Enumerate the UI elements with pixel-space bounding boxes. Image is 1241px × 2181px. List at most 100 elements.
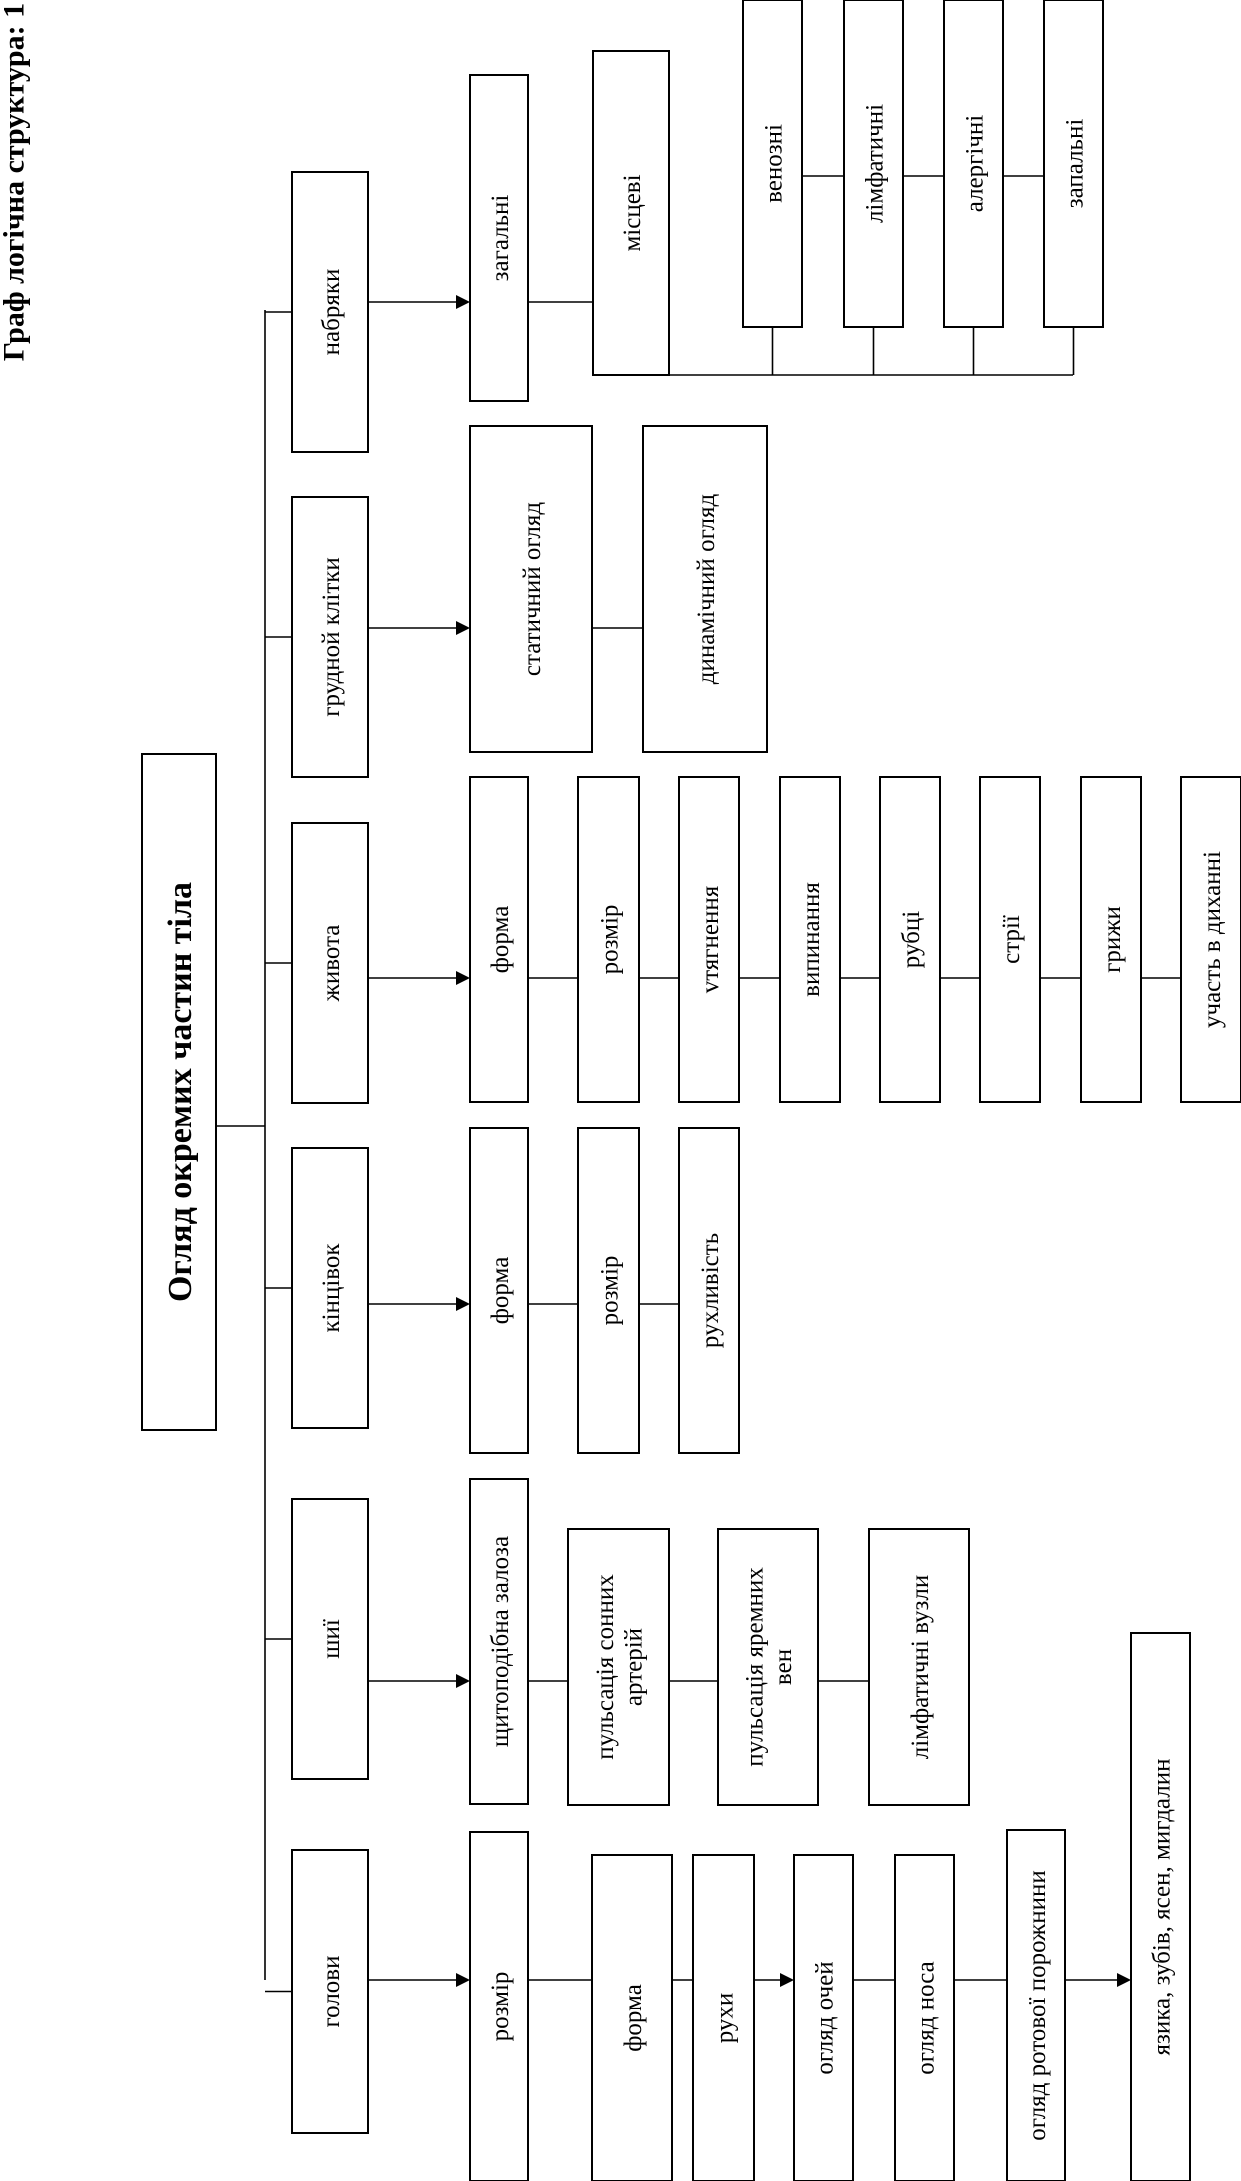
arrow-head	[1117, 1973, 1131, 1987]
edema-subitem-3: алергічні	[943, 0, 1004, 328]
head-item-5-label: огляд носа	[912, 1961, 939, 2074]
abdomen-item-7: грижи	[1080, 776, 1142, 1103]
head-item-3: рухи	[692, 1854, 755, 2181]
abdomen-item-5-frame	[879, 776, 941, 1103]
neck-item-4-label: лімфатичні вузли	[907, 1575, 934, 1760]
abdomen-item-2-label: розмір	[596, 905, 623, 975]
head-item-1: розмір	[469, 1831, 529, 2181]
connector-lines	[216, 175, 1181, 1993]
head-item-3-frame	[692, 1854, 755, 2181]
limbs-item-1-label: форма	[487, 1257, 514, 1325]
head-item-7-label: язика, зубів, ясен, мигдалин	[1148, 1759, 1175, 2056]
branch-neck-label: шиї	[318, 1619, 345, 1659]
neck-item-4: лімфатичні вузли	[868, 1528, 970, 1806]
edema-subitem-3-label: алергічні	[961, 115, 988, 213]
chest-item-1-frame	[469, 425, 593, 753]
arrow-head	[456, 1973, 470, 1987]
head-item-6: огляд ротової порожнини	[1006, 1829, 1066, 2181]
branch-neck-frame	[291, 1498, 369, 1780]
head-item-5: огляд носа	[894, 1854, 955, 2181]
edema-subitem-2-frame	[843, 0, 904, 328]
head-item-2: форма	[591, 1854, 673, 2181]
abdomen-item-8-frame	[1180, 776, 1241, 1103]
root-node-frame	[141, 753, 217, 1431]
abdomen-item-2: розмір	[577, 776, 640, 1103]
abdomen-item-7-frame	[1080, 776, 1142, 1103]
abdomen-item-3-frame	[678, 776, 740, 1103]
branch-edema-label: набряки	[318, 269, 345, 356]
page-title: Граф логічна структура: 1	[0, 3, 31, 361]
edema-item-1-label: загальні	[487, 195, 514, 282]
head-item-6-frame	[1006, 1829, 1066, 2181]
abdomen-item-2-frame	[577, 776, 640, 1103]
arrow-head	[780, 1973, 794, 1987]
root-node: Огляд окремих частин тіла	[141, 753, 217, 1431]
abdomen-item-4-frame	[779, 776, 841, 1103]
limbs-item-2-frame	[577, 1127, 640, 1454]
limbs-item-1: форма	[469, 1127, 529, 1454]
branch-chest-label: грудной клітки	[318, 557, 345, 717]
branch-head-frame	[291, 1849, 369, 2134]
edema-subitem-2: лімфатичні	[843, 0, 904, 328]
abdomen-item-8: участь в диханні	[1180, 776, 1241, 1103]
branch-limbs-frame	[291, 1147, 369, 1429]
abdomen-item-5-label: рубці	[898, 911, 925, 968]
head-item-4: огляд очей	[793, 1854, 854, 2181]
neck-item-1: щитоподібна залоза	[469, 1478, 529, 1805]
head-item-6-label: огляд ротової порожнини	[1024, 1870, 1051, 2141]
abdomen-item-1: форма	[469, 776, 529, 1103]
head-item-1-frame	[469, 1831, 529, 2181]
edema-subitem-1-frame	[742, 0, 803, 328]
abdomen-item-1-label: форма	[487, 906, 514, 974]
chest-item-2-frame	[642, 425, 768, 753]
arrow-head	[456, 1674, 470, 1688]
neck-item-2-label: пульсація соннихартерій	[592, 1574, 648, 1760]
branch-abdomen-frame	[291, 822, 369, 1104]
neck-item-1-label: щитоподібна залоза	[487, 1536, 514, 1747]
head-item-5-frame	[894, 1854, 955, 2181]
abdomen-item-3: vтягнення	[678, 776, 740, 1103]
edema-item-2: місцеві	[592, 50, 670, 376]
edema-subitem-2-label: лімфатичні	[861, 104, 888, 223]
arrow-head	[456, 621, 470, 635]
limbs-item-1-frame	[469, 1127, 529, 1454]
root-node-label: Огляд окремих частин тіла	[162, 882, 199, 1302]
head-item-4-frame	[793, 1854, 854, 2181]
neck-item-3-label: пульсація яремнихвен	[741, 1567, 797, 1767]
branch-limbs-label: кінцівок	[318, 1243, 345, 1333]
branch-edema-frame	[291, 171, 369, 453]
neck-item-3-frame	[717, 1528, 819, 1806]
edema-item-1: загальні	[469, 74, 529, 402]
arrow-head	[456, 295, 470, 309]
abdomen-item-5: рубці	[879, 776, 941, 1103]
abdomen-item-8-label: участь в диханні	[1199, 851, 1226, 1028]
head-item-2-label: форма	[620, 1984, 647, 2052]
abdomen-item-1-frame	[469, 776, 529, 1103]
arrow-head	[456, 971, 470, 985]
abdomen-item-4-label: випинання	[798, 882, 825, 997]
neck-item-3: пульсація яремнихвен	[717, 1528, 819, 1806]
edema-subitem-4-label: запальні	[1061, 119, 1088, 209]
head-item-4-label: огляд очей	[811, 1961, 838, 2074]
limbs-item-3: рухливість	[678, 1127, 740, 1454]
abdomen-item-7-label: грижи	[1099, 906, 1126, 973]
neck-item-4-frame	[868, 1528, 970, 1806]
neck-item-2-frame	[567, 1528, 670, 1806]
chest-item-1: статичний огляд	[469, 425, 593, 753]
edema-item-2-label: місцеві	[619, 174, 646, 251]
chest-item-1-label: статичний огляд	[519, 502, 546, 676]
abdomen-item-4: випинання	[779, 776, 841, 1103]
limbs-item-3-frame	[678, 1127, 740, 1454]
limbs-item-2: розмір	[577, 1127, 640, 1454]
limbs-item-2-label: розмір	[596, 1256, 623, 1326]
edema-subitem-1: венозні	[742, 0, 803, 328]
abdomen-item-3-label: vтягнення	[697, 885, 724, 993]
neck-item-2: пульсація соннихартерій	[567, 1528, 670, 1806]
edema-subitem-1-label: венозні	[760, 124, 787, 203]
neck-item-1-frame	[469, 1478, 529, 1805]
head-item-7-frame	[1130, 1632, 1191, 2181]
abdomen-item-6-frame	[979, 776, 1041, 1103]
edema-item-1-frame	[469, 74, 529, 402]
branch-head-label: голови	[318, 1956, 345, 2028]
head-item-3-label: рухи	[711, 1993, 738, 2044]
